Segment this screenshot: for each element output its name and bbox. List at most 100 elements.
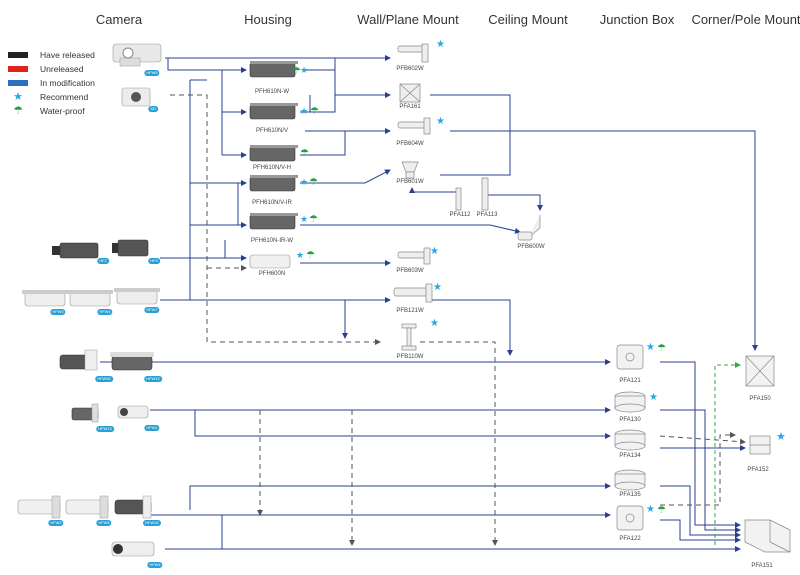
wall-mount-icon xyxy=(401,323,417,351)
housing-icons xyxy=(249,61,298,269)
green-dashed-connectors xyxy=(714,362,741,545)
camera-tag: HFW5 xyxy=(96,520,112,526)
camera-icon xyxy=(112,43,162,67)
camera-icon xyxy=(111,541,155,557)
column-header-pole-mount: Corner/Pole Mount xyxy=(691,12,800,27)
star-icon: ★ xyxy=(13,91,23,103)
umbrella-icon: ☂ xyxy=(306,250,315,261)
pole-mount-label: PFA150 xyxy=(749,396,771,402)
camera-icons xyxy=(17,43,162,557)
recommend-badges: ★ ★ ★ ★ ★ ★ ★ ★ ★ ★ ★ ★ ★ ★ xyxy=(296,39,786,515)
legend-item-recommend: ★ Recommend xyxy=(8,90,95,104)
legend-item-unreleased: Unreleased xyxy=(8,62,95,76)
legend: Have released Unreleased In modification… xyxy=(8,48,95,118)
junction-box-label: PFA134 xyxy=(619,453,641,459)
camera-icon xyxy=(114,288,160,305)
housing-label: PFH610N-W xyxy=(254,89,290,95)
star-icon: ★ xyxy=(646,342,655,353)
junction-box-icon xyxy=(616,505,644,531)
junction-box-icon xyxy=(616,344,644,370)
star-icon: ★ xyxy=(430,246,439,257)
ceiling-pole-icon xyxy=(455,187,462,211)
junction-box-label: PFA130 xyxy=(619,417,641,423)
junction-box-icons xyxy=(614,344,646,531)
wall-mount-icon xyxy=(397,247,431,265)
column-header-junction-box: Junction Box xyxy=(599,12,675,27)
released-swatch-icon xyxy=(8,52,28,58)
legend-label: Unreleased xyxy=(40,64,84,74)
pole-mount-label: PFA151 xyxy=(751,563,773,569)
junction-box-label: PFA122 xyxy=(619,536,641,542)
camera-icon xyxy=(67,290,113,307)
camera-tag: HFW5 xyxy=(144,70,160,76)
modification-swatch-icon xyxy=(8,80,28,86)
camera-tag: HFW12 xyxy=(144,376,162,382)
pole-mount-icon xyxy=(749,435,771,455)
umbrella-icon: ☂ xyxy=(300,148,309,159)
ceiling-mount-label: PFA112 xyxy=(449,212,471,218)
dashed-connectors xyxy=(170,94,746,546)
camera-tag: HFW7 xyxy=(144,307,160,313)
column-header-ceiling-mount: Ceiling Mount xyxy=(488,12,568,27)
wall-mount-label: PFB603W xyxy=(396,268,424,274)
camera-tag: HFW3 xyxy=(50,309,66,315)
wall-mount-icon xyxy=(401,161,419,179)
legend-label: In modification xyxy=(40,78,95,88)
ceiling-mount-label: PFA113 xyxy=(476,212,498,218)
camera-icon xyxy=(112,239,149,257)
housing-icon xyxy=(249,213,298,230)
column-header-wall-mount: Wall/Plane Mount xyxy=(357,12,459,27)
legend-label: Have released xyxy=(40,50,95,60)
legend-item-modification: In modification xyxy=(8,76,95,90)
camera-tag: HFW2 xyxy=(48,520,64,526)
pole-mount-label: PFA152 xyxy=(747,467,769,473)
star-icon: ★ xyxy=(646,504,655,515)
ceiling-bracket-icon xyxy=(517,215,541,241)
legend-label: Water-proof xyxy=(40,106,85,116)
housing-icon xyxy=(249,61,298,78)
umbrella-icon: ☂ xyxy=(309,214,318,225)
camera-tag: HFW4 xyxy=(147,562,163,568)
umbrella-icon: ☂ xyxy=(310,106,319,117)
camera-icon xyxy=(52,242,99,259)
camera-tag: HFW1 xyxy=(144,425,160,431)
camera-icon xyxy=(121,87,151,107)
ceiling-mount-icons xyxy=(455,177,541,241)
camera-tag: HF3 xyxy=(148,258,160,264)
wall-mount-label: PFB602W xyxy=(396,66,424,72)
star-icon: ★ xyxy=(296,251,304,261)
ceiling-pole-icon xyxy=(481,177,489,211)
column-header-camera: Camera xyxy=(95,12,143,27)
wall-mount-icon xyxy=(397,117,431,135)
camera-tag: SD xyxy=(148,106,158,112)
camera-icon xyxy=(17,495,61,519)
waterproof-badges: ☂ ☂ ☂ ☂ ☂ ☂ ☂ ☂ xyxy=(292,66,666,516)
housing-icon xyxy=(249,254,291,269)
star-icon: ★ xyxy=(430,318,439,329)
umbrella-icon: ☂ xyxy=(657,343,666,354)
wall-mount-icons xyxy=(393,43,433,351)
wall-mount-icon xyxy=(397,43,429,63)
camera-tag: HFW4 xyxy=(97,309,113,315)
star-icon: ★ xyxy=(436,39,445,50)
star-icon: ★ xyxy=(433,282,442,293)
pole-mount-icon xyxy=(745,355,775,387)
camera-tag: HF2 xyxy=(97,258,109,264)
umbrella-icon: ☂ xyxy=(13,105,23,117)
housing-icon xyxy=(249,175,298,192)
housing-label: PFH600N xyxy=(258,271,286,277)
junction-box-icon xyxy=(614,391,646,413)
wall-mount-icon xyxy=(393,283,433,303)
legend-label: Recommend xyxy=(40,92,89,102)
pole-mount-icon xyxy=(744,519,791,553)
camera-icon xyxy=(114,495,152,519)
camera-tag: HFW1E xyxy=(143,520,161,526)
wall-mount-label: PFB121W xyxy=(396,308,424,314)
umbrella-icon: ☂ xyxy=(657,505,666,516)
ceiling-mount-label: PFB600W xyxy=(517,244,545,250)
housing-label: PFH610N/V-IR xyxy=(252,200,292,206)
legend-item-waterproof: ☂ Water-proof xyxy=(8,104,95,118)
wall-mount-label: PFA161 xyxy=(399,104,421,110)
wall-mount-label: PFB110W xyxy=(396,354,424,360)
